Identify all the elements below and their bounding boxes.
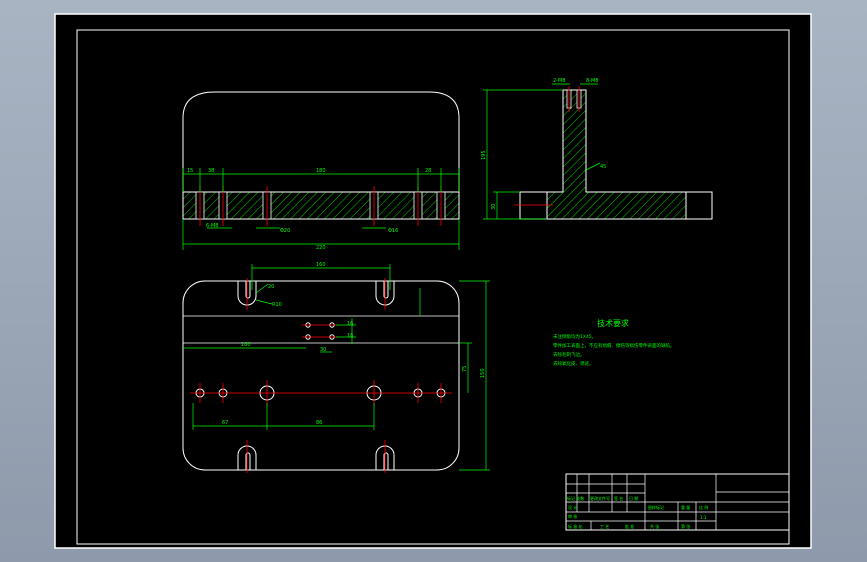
dim-plan-ref: 30 [320, 347, 326, 353]
dim-plan-vert-mid: 75 [462, 366, 468, 372]
dim-bottom-right: Φ16 [388, 228, 398, 234]
tb-label-marks: 标记 处数 [567, 495, 584, 501]
dim-plan-top-span: 160 [316, 262, 326, 268]
notes-line-2: 零件加工表面上，不应有划痕、擦伤等损伤零件表面的缺陷。 [553, 342, 675, 349]
dim-plan-bottom-mid: 86 [316, 420, 322, 426]
notes-line-1: 未注倒角均为1X45。 [553, 333, 596, 340]
tb-label-design: 设 计 [568, 504, 577, 510]
dim-plan-slot-r: 20 [268, 284, 274, 290]
tb-scale-value: 1:1 [700, 515, 707, 520]
notes-line-3: 去除毛刺飞边。 [553, 351, 585, 358]
dim-bottom-left: 6-M8 [206, 223, 218, 229]
dim-plan-hole-sp2: 16 [347, 333, 353, 339]
dim-plan-datum: 100 [241, 342, 251, 348]
side-left-block [520, 192, 547, 219]
dim-plan-slot-r2: R10 [272, 302, 282, 308]
dim-left-hole: 38 [208, 168, 214, 174]
tb-label-review: 审 核 [568, 513, 577, 519]
dim-plan-hole-sp1: 16 [347, 321, 353, 327]
tb-label-sheet-no: 第 张 [681, 523, 690, 529]
dim-side-base-height: 30 [491, 204, 497, 210]
dim-left-edge: 15 [187, 168, 193, 174]
tb-label-standard: 标 准 化 [568, 523, 583, 529]
side-end-block [686, 192, 712, 219]
tb-label-approve: 批 准 [625, 523, 634, 529]
notes-line-4: 去除氧化皮、锈迹。 [553, 360, 594, 367]
notes-title: 技术要求 [597, 318, 629, 328]
dim-side-angle: 45 [600, 164, 606, 170]
dim-plan-bottom-left: 67 [222, 420, 228, 426]
dim-right-hole: 28 [425, 168, 431, 174]
dim-side-height: 195 [481, 150, 487, 160]
tb-label-signature: 签 名 [614, 495, 623, 501]
tb-label-drawing-mark: 图样标记 [648, 504, 664, 510]
dim-plan-vert-total: 150 [480, 368, 486, 378]
dim-overall: 220 [316, 245, 326, 251]
tb-label-scale: 比 例 [699, 504, 708, 510]
tb-label-process: 工 艺 [600, 524, 609, 529]
dim-side-top-left: 2-M8 [553, 78, 565, 84]
tb-label-weight: 重 量 [681, 504, 690, 510]
dim-bottom-mid: Φ20 [280, 228, 290, 234]
tb-label-total-sheets: 共 张 [650, 523, 659, 529]
tb-label-change-doc: 更改文件号 [590, 495, 610, 501]
tb-label-date: 日 期 [629, 495, 638, 501]
dim-side-top-right: 8-M8 [586, 78, 598, 84]
dim-center: 180 [316, 168, 326, 174]
